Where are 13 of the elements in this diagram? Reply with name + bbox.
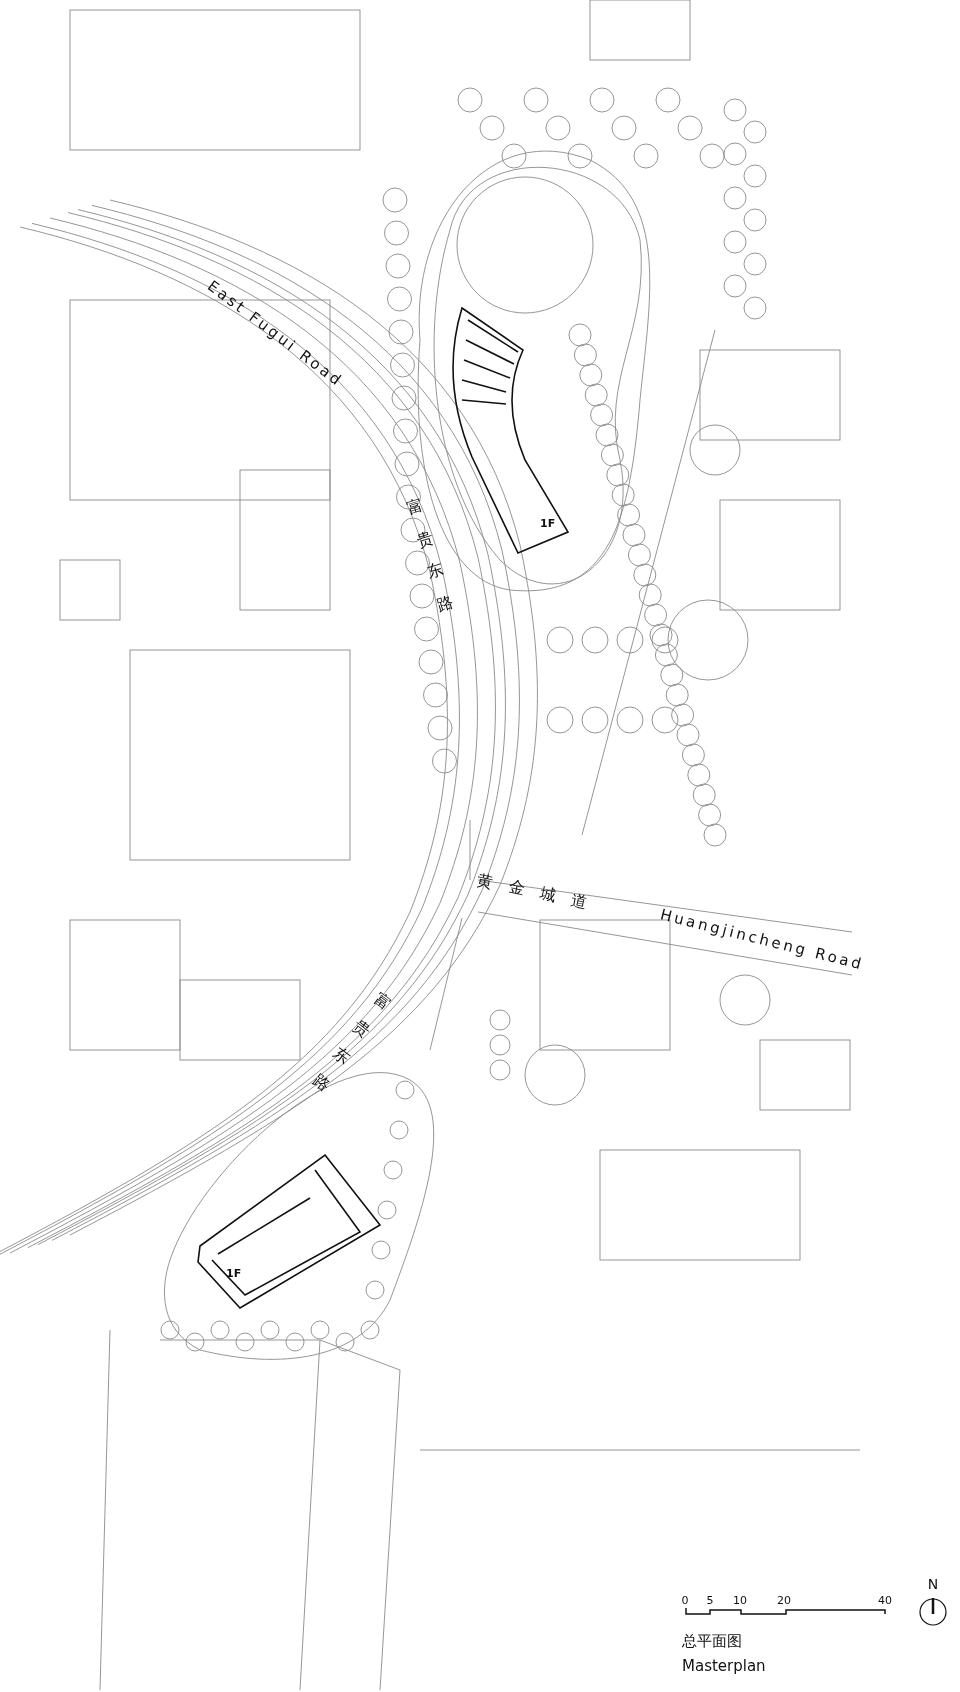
north-label: N <box>927 1577 939 1591</box>
plan-title: 总平面图 <box>682 1633 742 1649</box>
floor-label: 1F <box>540 518 556 529</box>
scale-number: 0 <box>681 1594 689 1606</box>
plan-title: Masterplan <box>682 1658 766 1674</box>
scale-number: 40 <box>878 1594 892 1606</box>
floor-label: 1F <box>226 1268 242 1279</box>
scale-number: 20 <box>777 1594 791 1606</box>
road-name: 富贵东路 <box>308 988 396 1097</box>
road-name: 富贵东路 <box>403 494 457 617</box>
scale-number: 10 <box>733 1594 747 1606</box>
scale-number: 5 <box>706 1594 714 1606</box>
road-name: 黄金城道 <box>475 871 605 915</box>
